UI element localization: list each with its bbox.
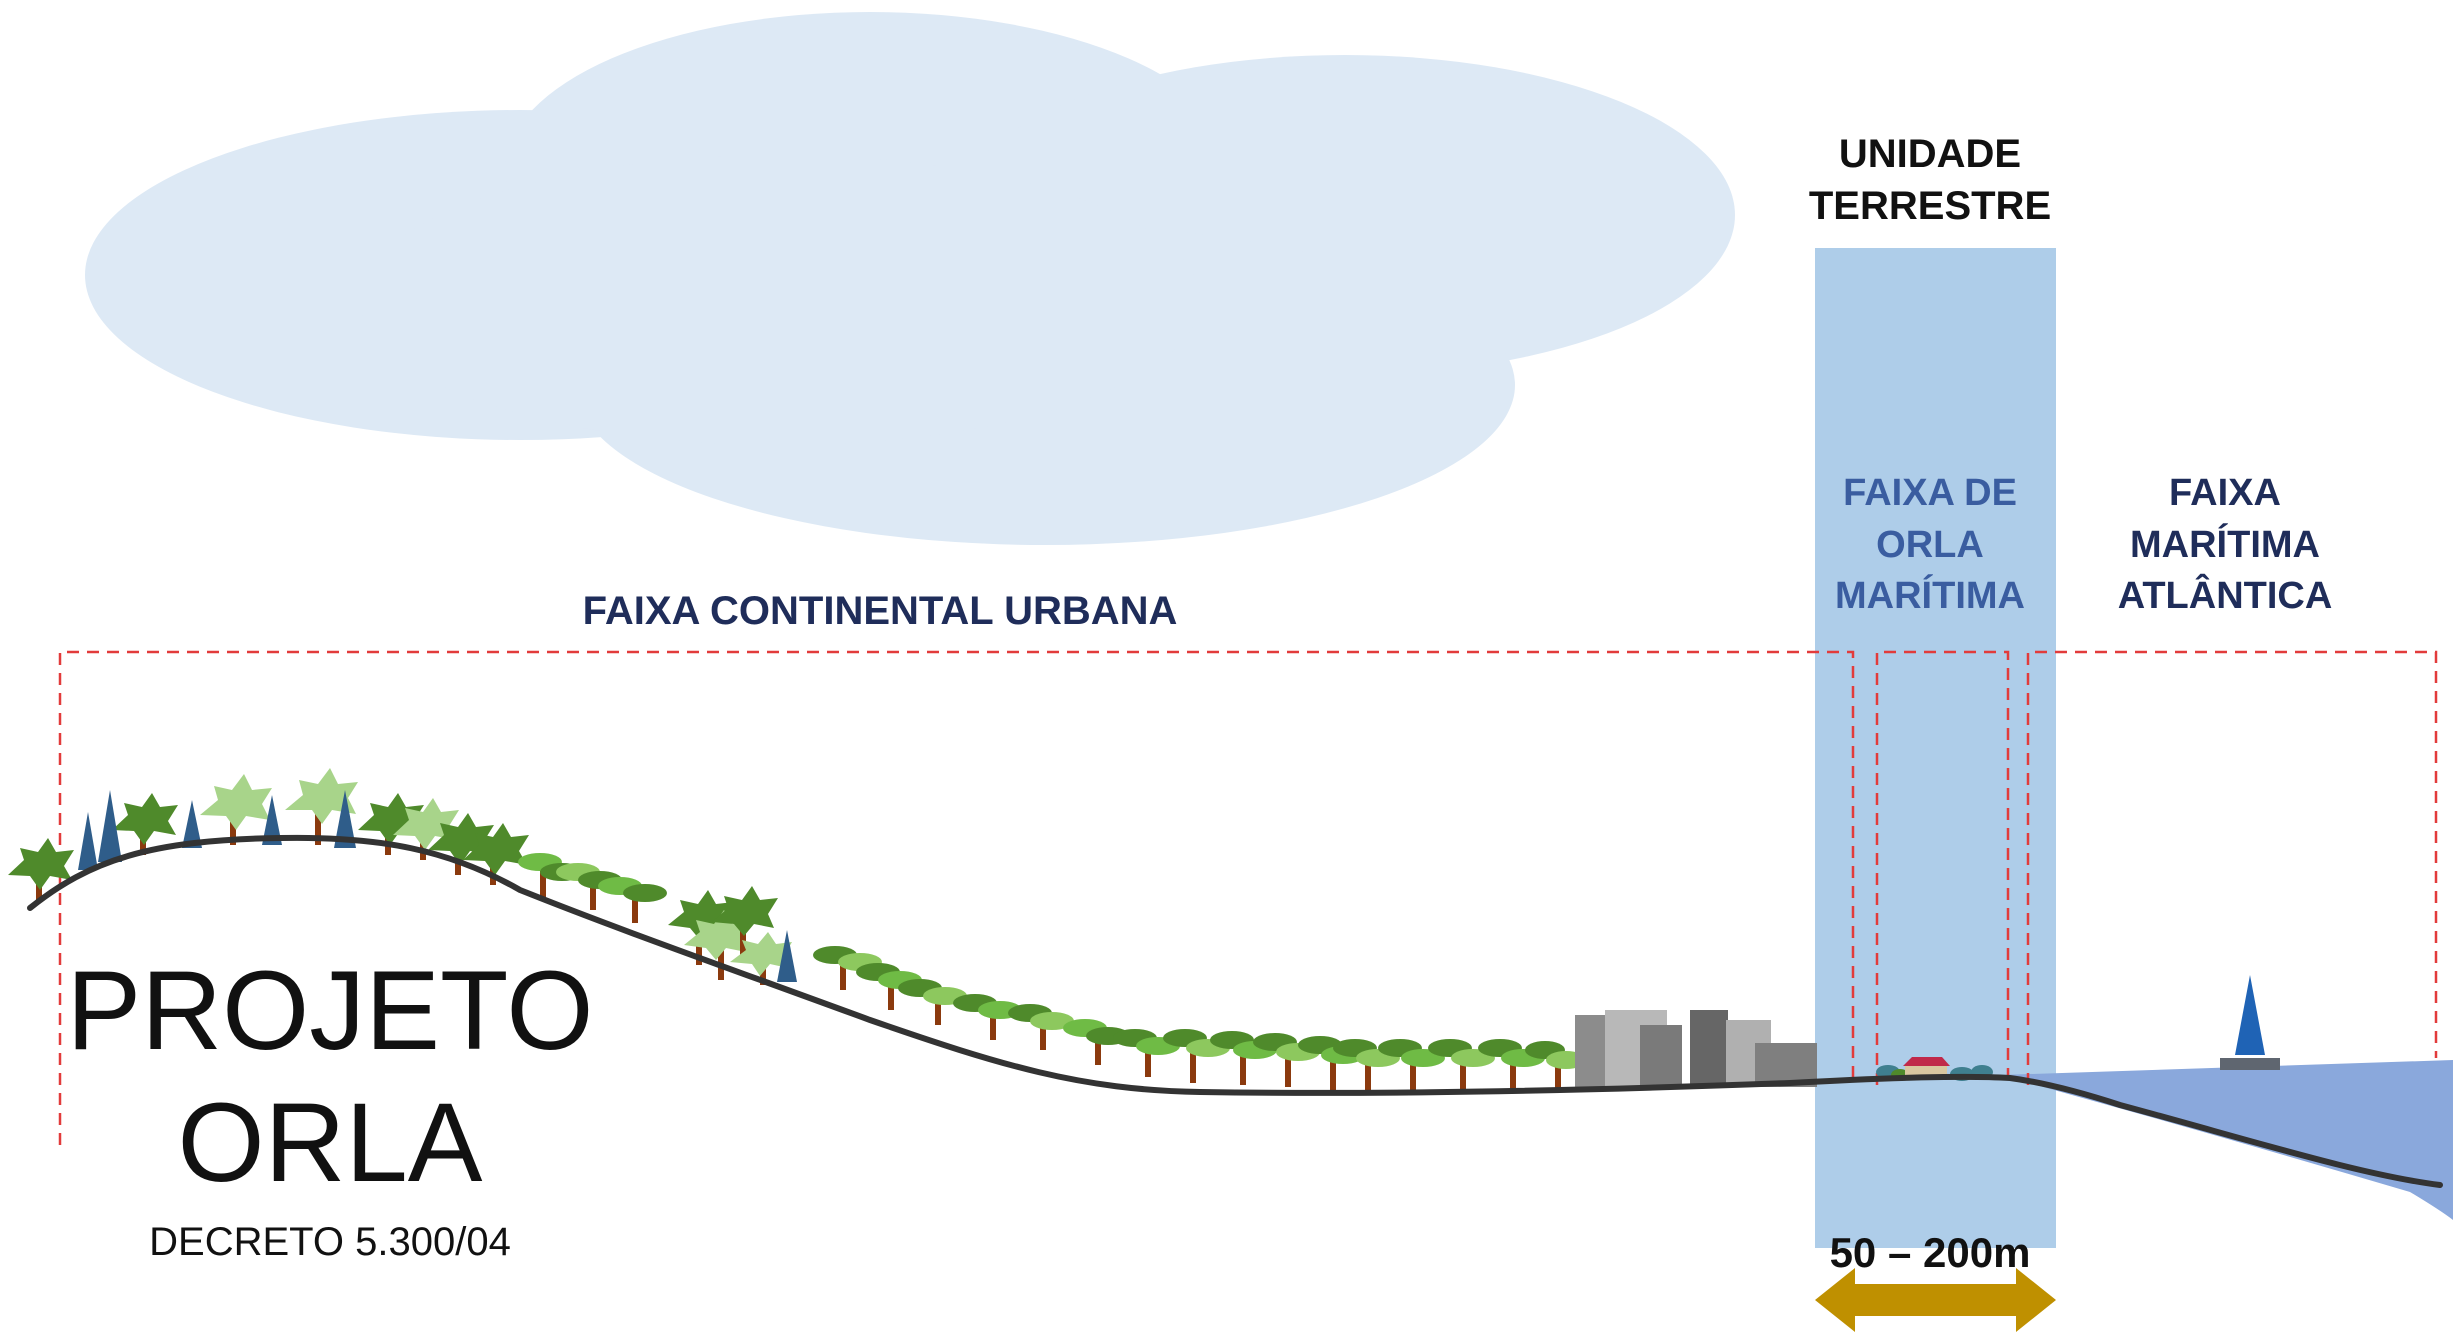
conifer-tree-icon [78,812,98,870]
tree-icon [598,877,667,923]
slope-trees [518,853,1586,1090]
maritime-zone-label-line: ATLÂNTICA [2117,575,2333,618]
continental-zone-label: FAIXA CONTINENTAL URBANA [582,589,1178,633]
decree-reference: DECRETO 5.300/04 [149,1220,511,1264]
unit-title: UNIDADE TERRESTRE [1770,128,2090,232]
conifer-tree-icon [334,790,356,848]
terrain-profile [27,834,2443,1188]
terrestrial-unit-band [1815,248,2056,1248]
unit-title-line: UNIDADE [1838,132,2022,176]
conifer-tree-icon [262,795,282,845]
palm-tree-icon [285,768,358,845]
orla-zone-label: FAIXA DE ORLA MARÍTIMA [1790,468,2070,623]
orla-zone-label-line: FAIXA DE [1843,472,2017,514]
tree-icon [1163,1029,1230,1083]
cloud [85,12,1735,545]
hill-trees [8,768,792,985]
continental-zone-boundary [58,650,1855,1145]
project-title: PROJETO ORLA [60,945,600,1209]
project-title-line: PROJETO [66,948,594,1073]
palm-tree-icon [8,838,74,900]
conifer-tree-icon [98,790,122,862]
city-buildings [1575,1010,1817,1087]
palm-tree-icon [200,774,272,845]
orla-zone-label-line: MARÍTIMA [1835,575,2025,618]
building [1690,1010,1728,1087]
conifer-trees [78,790,797,982]
sea [2000,1060,2453,1220]
maritime-zone-boundary [2026,650,2438,1085]
orla-zone-boundary [1875,650,2010,1085]
orla-zone-label-line: ORLA [1876,523,1984,566]
width-range-label: 50 – 200m [1829,1229,2031,1276]
palm-tree-icon [112,793,178,855]
palm-tree-icon [712,886,778,960]
maritime-zone-label-line: MARÍTIMA [2130,523,2320,566]
unit-title-line: TERRESTRE [1808,184,2052,228]
maritime-zone-label-line: FAIXA [2169,472,2281,514]
palm-tree-icon [730,932,792,985]
conifer-tree-icon [182,800,202,848]
palm-tree-icon [463,823,529,885]
zone-boundaries [58,650,2438,1145]
building [1640,1025,1682,1087]
sailboat-icon [2220,975,2280,1070]
project-title-line: ORLA [177,1080,483,1206]
tree-icon [1008,1004,1074,1050]
maritime-zone-label: FAIXA MARÍTIMA ATLÂNTICA [2090,468,2360,623]
width-arrow [1815,1268,2056,1332]
conifer-tree-icon [777,930,797,982]
